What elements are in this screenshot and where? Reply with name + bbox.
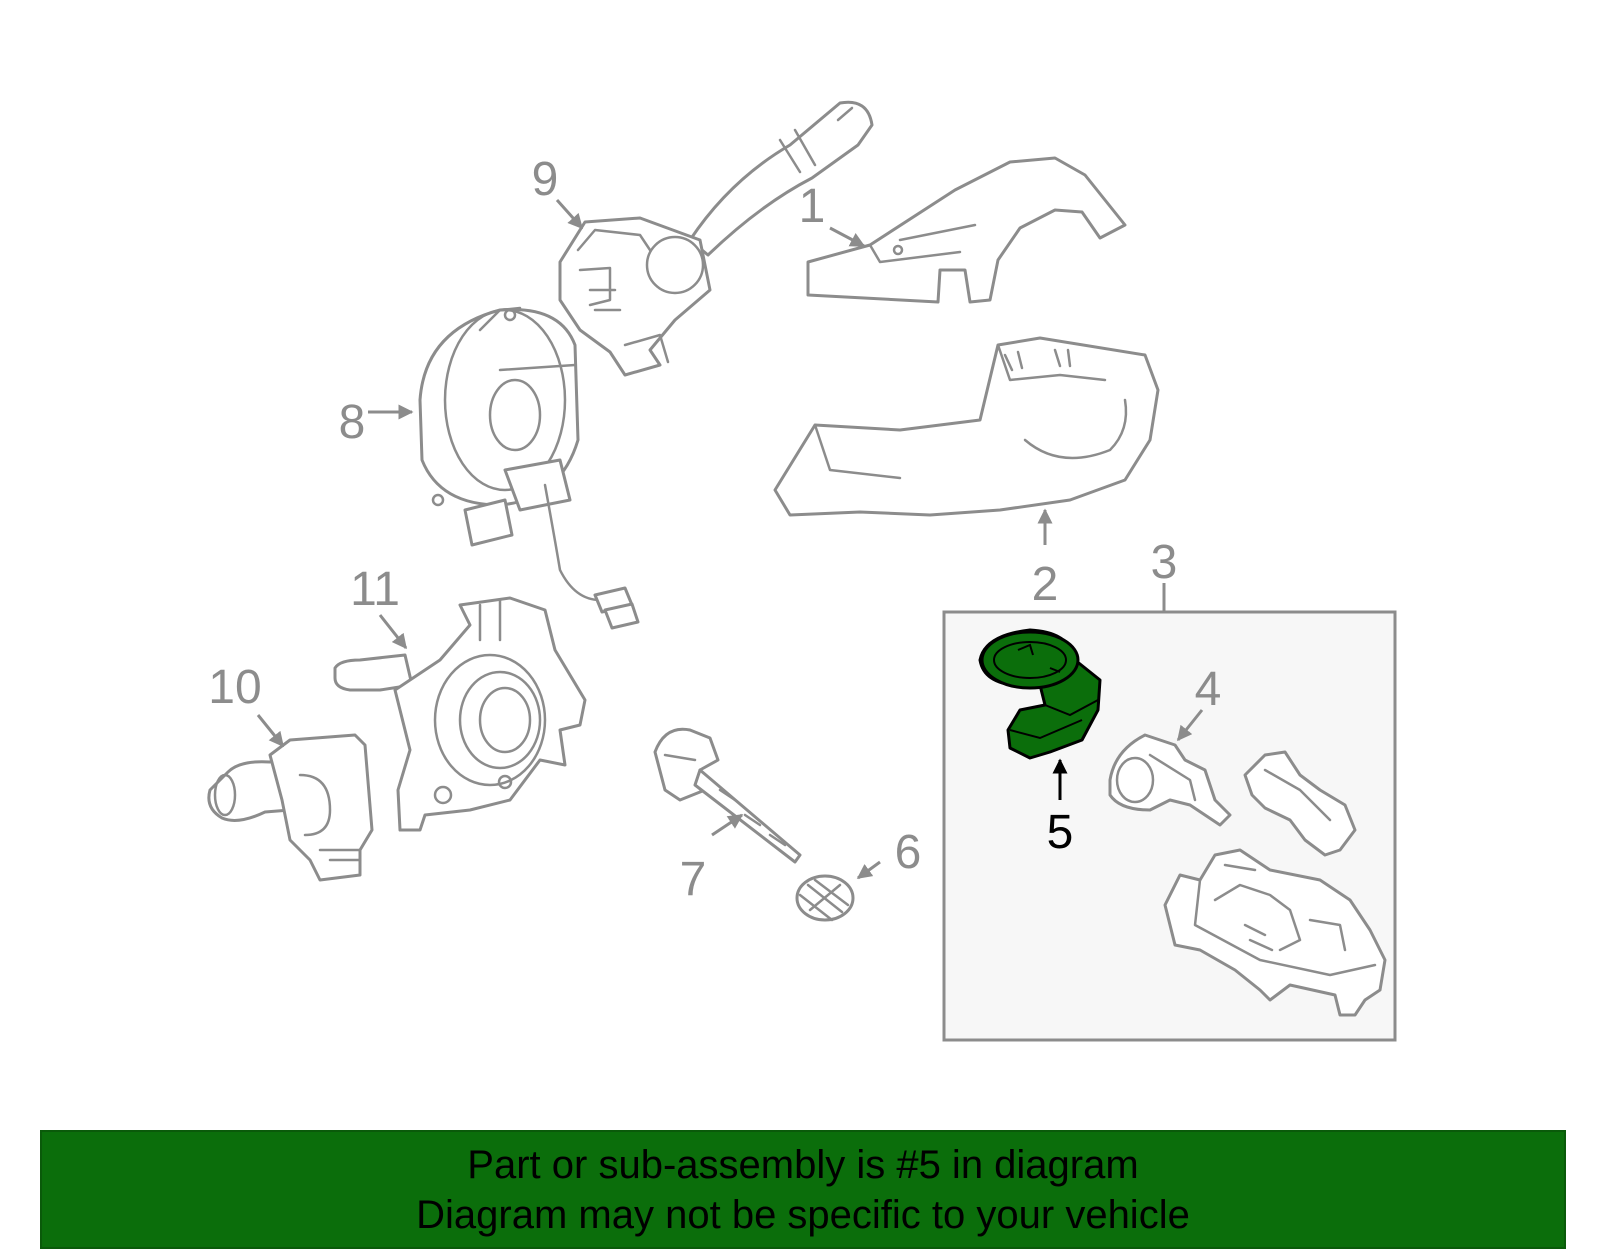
callout-2: 2 <box>1032 558 1059 611</box>
lock-housing <box>1108 733 1232 827</box>
callout-5: 5 <box>1047 806 1074 859</box>
callout-10: 10 <box>208 661 261 714</box>
callout-11-leader <box>378 614 408 650</box>
callout-4-leader <box>1176 709 1204 742</box>
callout-9-leader <box>555 199 584 230</box>
callout-7-leader <box>711 813 744 837</box>
banner-line-part-info: Part or sub-assembly is #5 in diagram <box>467 1142 1139 1187</box>
clock-spring <box>418 306 640 630</box>
callout-3: 3 <box>1151 536 1178 589</box>
key-switch <box>1243 750 1357 857</box>
multifunction-switch <box>558 100 874 377</box>
bezel <box>795 874 855 922</box>
turn-signal-switch <box>207 733 374 882</box>
steering-lock-module <box>1163 848 1387 1017</box>
callout-4: 4 <box>1195 663 1222 716</box>
info-banner: Part or sub-assembly is #5 in diagram Di… <box>40 1130 1566 1249</box>
callout-11: 11 <box>350 563 400 616</box>
callout-6: 6 <box>895 826 922 879</box>
callout-9: 9 <box>532 153 559 206</box>
callout-7: 7 <box>680 853 707 906</box>
key <box>653 727 802 864</box>
callout-6-leader <box>856 860 881 880</box>
ignition-cylinder-highlighted <box>978 628 1102 760</box>
callout-8: 8 <box>339 396 366 449</box>
upper-column-cover <box>806 156 1127 304</box>
switch-base <box>333 596 587 832</box>
callout-1: 1 <box>799 180 826 233</box>
callout-1-leader <box>829 226 866 248</box>
lower-column-cover <box>773 336 1160 517</box>
banner-line-disclaimer: Diagram may not be specific to your vehi… <box>416 1192 1190 1237</box>
callout-10-leader <box>256 714 285 748</box>
